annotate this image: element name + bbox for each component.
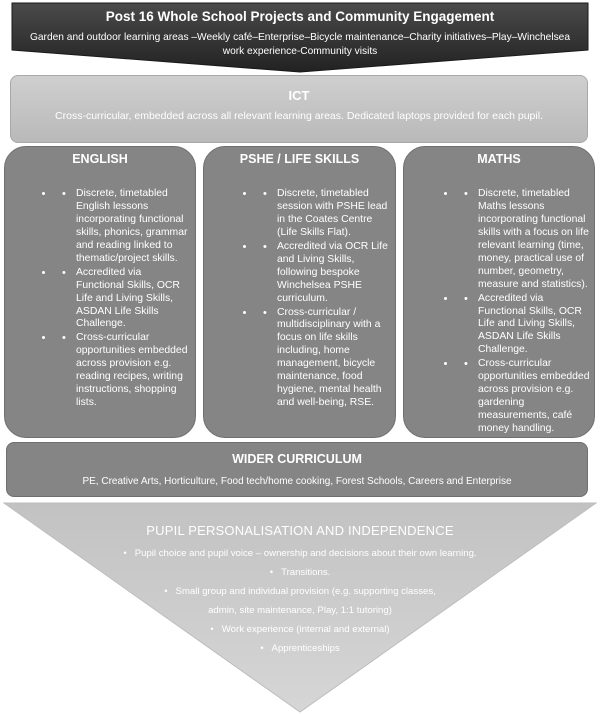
banner-subtitle: Garden and outdoor learning areas –Weekl… bbox=[29, 32, 571, 57]
list-item: •Transitions. bbox=[269, 567, 331, 578]
ict-title: ICT bbox=[288, 88, 310, 103]
list-item: admin, site maintenance, Play, 1:1 tutor… bbox=[208, 605, 392, 616]
personalisation-title: PUPIL PERSONALISATION AND INDEPENDENCE bbox=[146, 523, 454, 538]
bullet-icon: • bbox=[260, 643, 264, 654]
list-item: Accredited via Functional Skills, OCR Li… bbox=[54, 267, 190, 332]
list-item: •Work experience (internal and external) bbox=[210, 624, 390, 635]
bullet-icon: • bbox=[164, 586, 168, 597]
wider-curriculum-box bbox=[6, 442, 588, 497]
list-item: Discrete, timetabled Maths lessons incor… bbox=[456, 188, 590, 291]
maths-list: Discrete, timetabled Maths lessons incor… bbox=[416, 178, 590, 446]
list-item: •Apprenticeships bbox=[260, 643, 340, 654]
bullet-icon: • bbox=[269, 567, 274, 578]
list-item: •Pupil choice and pupil voice – ownershi… bbox=[123, 548, 477, 559]
ict-box bbox=[10, 75, 588, 143]
list-item: Cross-curricular opportunities embedded … bbox=[456, 358, 590, 435]
english-list: Discrete, timetabled English lessons inc… bbox=[14, 178, 190, 420]
pshe-title: PSHE / LIFE SKILLS bbox=[239, 152, 360, 166]
english-title: ENGLISH bbox=[72, 152, 128, 166]
pshe-list: Discrete, timetabled session with PSHE l… bbox=[215, 178, 391, 420]
bullet-icon: • bbox=[123, 548, 127, 559]
list-item: •Small group and individual provision (e… bbox=[164, 586, 436, 597]
list-item: Cross-curricular / multidisciplinary wit… bbox=[255, 307, 391, 410]
wider-curriculum-title: WIDER CURRICULUM bbox=[232, 452, 362, 466]
list-item: Discrete, timetabled session with PSHE l… bbox=[255, 188, 391, 240]
list-item: Discrete, timetabled English lessons inc… bbox=[54, 188, 190, 265]
list-item: Accredited via Functional Skills, OCR Li… bbox=[456, 293, 590, 358]
banner-title: Post 16 Whole School Projects and Commun… bbox=[105, 9, 495, 24]
maths-title: MATHS bbox=[477, 152, 521, 166]
personalisation-list: •Pupil choice and pupil voice – ownershi… bbox=[100, 544, 500, 658]
bullet-icon: • bbox=[210, 624, 214, 635]
wider-curriculum-description: PE, Creative Arts, Horticulture, Food te… bbox=[82, 476, 512, 487]
list-item: Accredited via OCR Life and Living Skill… bbox=[255, 241, 391, 306]
ict-description: Cross-curricular, embedded across all re… bbox=[55, 110, 543, 122]
list-item: Cross-curricular opportunities embedded … bbox=[54, 332, 190, 409]
